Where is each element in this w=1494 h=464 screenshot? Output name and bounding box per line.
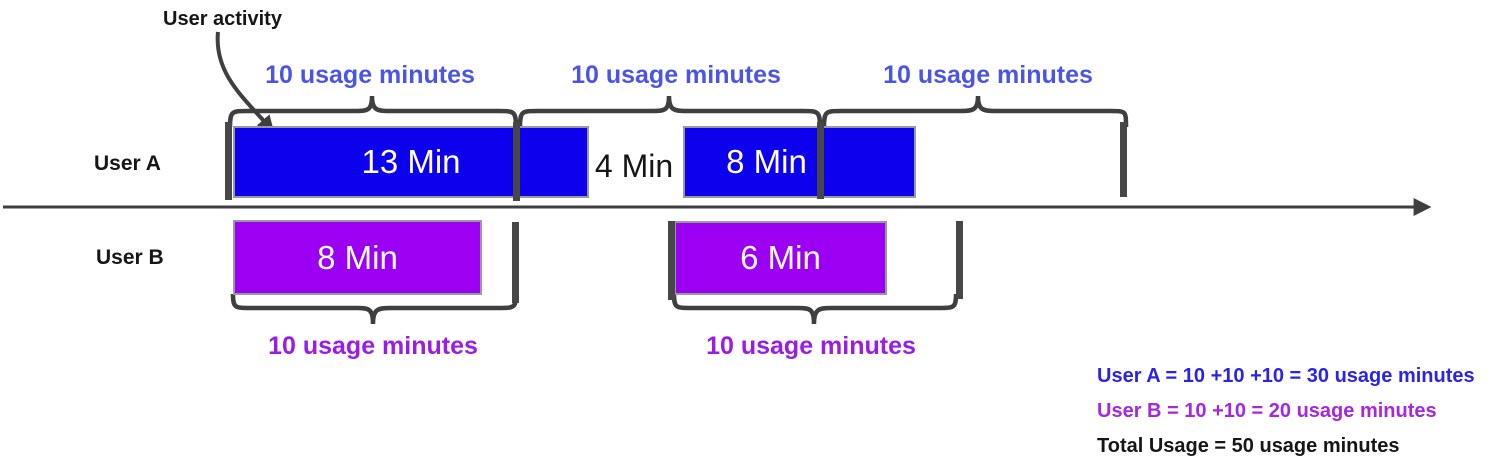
interval-boundary-tick <box>512 222 519 303</box>
usage-minutes-label-a3: 10 usage minutes <box>883 61 1093 89</box>
row-label-user-b: User B <box>96 246 164 269</box>
bar-duration-label: 8 Min <box>726 143 807 180</box>
brace-user-a-interval-3 <box>821 95 1129 128</box>
bar-duration-label: 13 Min <box>361 143 461 180</box>
user-activity-annotation: User activity <box>163 8 282 30</box>
user-a-activity-bar-2: 8 Min <box>683 126 916 198</box>
user-a-gap-label: 4 Min <box>594 148 674 184</box>
interval-boundary-tick <box>225 122 232 200</box>
interval-boundary-tick <box>817 122 824 199</box>
summary-user-a-total: User A = 10 +10 +10 = 30 usage minutes <box>1097 365 1475 387</box>
brace-user-b-interval-2 <box>671 293 959 325</box>
bar-duration-label: 6 Min <box>740 239 821 276</box>
user-b-activity-bar-1: 8 Min <box>233 220 482 295</box>
usage-minutes-label-a2: 10 usage minutes <box>571 61 781 89</box>
bar-duration-label: 8 Min <box>317 238 398 276</box>
interval-boundary-tick <box>513 122 520 201</box>
user-a-activity-bar-1: 13 Min <box>233 126 589 198</box>
usage-minutes-label-b2: 10 usage minutes <box>706 332 916 360</box>
brace-user-b-interval-1 <box>230 293 519 325</box>
usage-minutes-label-b1: 10 usage minutes <box>268 332 478 360</box>
user-activity-callout-arrow <box>215 31 275 133</box>
interval-boundary-tick <box>956 221 963 299</box>
usage-summary: User A = 10 +10 +10 = 30 usage minutes U… <box>1097 359 1475 464</box>
user-b-activity-bar-2: 6 Min <box>674 221 887 295</box>
summary-grand-total: Total Usage = 50 usage minutes <box>1097 435 1400 457</box>
usage-minutes-label-a1: 10 usage minutes <box>265 61 475 89</box>
brace-user-a-interval-2 <box>517 95 823 128</box>
row-label-user-a: User A <box>94 152 161 175</box>
summary-user-b-total: User B = 10 +10 = 20 usage minutes <box>1097 400 1437 422</box>
interval-boundary-tick <box>1120 122 1127 197</box>
brace-user-a-interval-1 <box>227 95 519 128</box>
interval-boundary-tick <box>668 221 675 300</box>
